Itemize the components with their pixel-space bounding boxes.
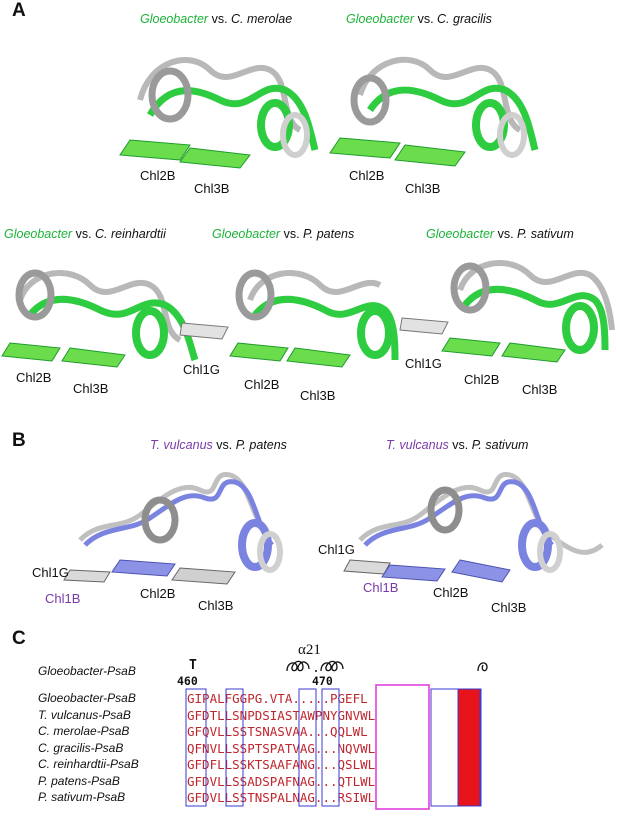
chlorophyll-b1 — [63, 559, 236, 585]
row-name-6: P. sativum-PsaB — [38, 790, 126, 804]
label-b2-chl1b: Chl1B — [363, 580, 399, 595]
label-a5-chl1g: Chl1G — [405, 356, 442, 371]
chlorophyll-a5-chl1g — [399, 317, 449, 335]
title-a4-ref: Gloeobacter — [212, 227, 281, 241]
sequence-row: GFDVLLSSADSPAFNAG...QTLWL — [187, 773, 376, 789]
alignment-names: Gloeobacter-PsaB T. vulcanus-PsaB C. mer… — [38, 691, 139, 807]
title-a1-vs: vs. — [208, 12, 232, 26]
title-a2-vs: vs. — [414, 12, 438, 26]
title-a3-target: C. reinhardtii — [95, 227, 166, 241]
panel-b-letter: B — [12, 430, 26, 451]
helix-label: α21 — [298, 642, 321, 658]
row-name-0: Gloeobacter-PsaB — [38, 691, 136, 705]
label-a5-chl3b: Chl3B — [522, 382, 558, 397]
label-a3-chl2b: Chl2B — [16, 370, 52, 385]
title-b2-target: P. sativum — [471, 438, 529, 452]
panel-c-letter: C — [12, 628, 26, 649]
label-b1-chl1g: Chl1G — [32, 565, 69, 580]
title-a1-target: C. merolae — [231, 12, 293, 26]
label-a2-chl2b: Chl2B — [349, 168, 385, 183]
chlorophyll-a2 — [329, 137, 466, 167]
label-b2-chl2b: Chl2B — [433, 585, 469, 600]
label-b1-chl3b: Chl3B — [198, 598, 234, 613]
row-name-1: T. vulcanus-PsaB — [38, 707, 131, 722]
title-b1-target: P. patens — [235, 438, 287, 452]
structure-b2 — [343, 472, 604, 583]
chlorophyll-a1 — [119, 139, 251, 169]
ruler-460: 460 — [177, 674, 198, 688]
label-a4-chl1g: Chl1G — [183, 362, 220, 377]
title-a1: Gloeobacter vs. C. merolae — [140, 12, 292, 26]
chlorophyll-a5 — [441, 337, 566, 363]
title-a3-ref: Gloeobacter — [4, 227, 73, 241]
row-name-3: C. gracilis-PsaB — [38, 740, 124, 755]
structure-a5 — [399, 260, 615, 363]
helix-glyph — [286, 660, 344, 672]
title-b1-vs: vs. — [212, 438, 236, 452]
chlorophyll-a4 — [229, 342, 351, 368]
label-a4-chl2b: Chl2B — [244, 377, 280, 392]
title-a4: Gloeobacter vs. P. patens — [212, 227, 354, 241]
title-a4-vs: vs. — [280, 227, 304, 241]
title-b2-vs: vs. — [448, 438, 472, 452]
structure-a2 — [329, 56, 539, 167]
title-a5-target: P. sativum — [517, 227, 574, 241]
label-a3-chl3b: Chl3B — [73, 381, 109, 396]
header-sequence-name: Gloeobacter-PsaB — [38, 664, 136, 678]
chlorophyll-b2 — [343, 559, 511, 583]
title-a2: Gloeobacter vs. C. gracilis — [346, 12, 492, 26]
title-a5: Gloeobacter vs. P. sativum — [426, 227, 574, 241]
sequence-row: GFDFLLSSKTSAAFANG...QSLWL — [187, 757, 376, 772]
label-b1-chl2b: Chl2B — [140, 586, 176, 601]
alignment-frames — [185, 684, 482, 810]
title-a3: Gloeobacter vs. C. reinhardtii — [4, 227, 166, 241]
title-a5-ref: Gloeobacter — [426, 227, 495, 241]
structure-a1 — [119, 57, 319, 169]
title-a1-ref: Gloeobacter — [140, 12, 209, 26]
title-a3-vs: vs. — [72, 227, 96, 241]
label-a1-chl2b: Chl2B — [140, 168, 176, 183]
row-name-4: C. reinhardtii-PsaB — [38, 757, 139, 771]
label-b2-chl1g: Chl1G — [318, 542, 355, 557]
ruler-470: 470 — [312, 674, 333, 688]
helix-glyph-right — [477, 662, 488, 672]
sequence-row: GFDTLLSNPDSIASTAWPNYGNVWL — [187, 707, 376, 723]
title-b1: T. vulcanus vs. P. patens — [150, 438, 287, 452]
label-a1-chl3b: Chl3B — [194, 181, 230, 196]
row-name-5: P. patens-PsaB — [38, 773, 120, 788]
label-a2-chl3b: Chl3B — [405, 181, 441, 196]
title-a5-vs: vs. — [494, 227, 518, 241]
structure-a3 — [1, 269, 199, 368]
label-a4-chl3b: Chl3B — [300, 388, 336, 403]
sequence-row: QFNVLLSSPTSPATVAG...NQVWL — [187, 740, 376, 756]
row-name-2: C. merolae-PsaB — [38, 724, 130, 738]
chlorophyll-a4-chl1g — [179, 322, 229, 340]
title-b2: T. vulcanus vs. P. sativum — [386, 438, 528, 452]
title-a2-target: C. gracilis — [437, 12, 492, 26]
structure-a4 — [179, 269, 399, 368]
structure-b1 — [63, 472, 283, 585]
panel-a-letter: A — [12, 0, 26, 21]
sequence-row: GFDVLLSSTNSPALNAG...RSIWL — [187, 790, 376, 805]
header-marker: T — [189, 658, 197, 673]
label-b2-chl3b: Chl3B — [491, 600, 527, 615]
label-b1-chl1b: Chl1B — [45, 591, 81, 606]
title-a2-ref: Gloeobacter — [346, 12, 415, 26]
label-a5-chl2b: Chl2B — [464, 372, 500, 387]
chlorophyll-a3 — [1, 342, 126, 368]
title-a4-target: P. patens — [303, 227, 355, 241]
title-b1-ref: T. vulcanus — [150, 438, 213, 452]
title-b2-ref: T. vulcanus — [386, 438, 449, 452]
